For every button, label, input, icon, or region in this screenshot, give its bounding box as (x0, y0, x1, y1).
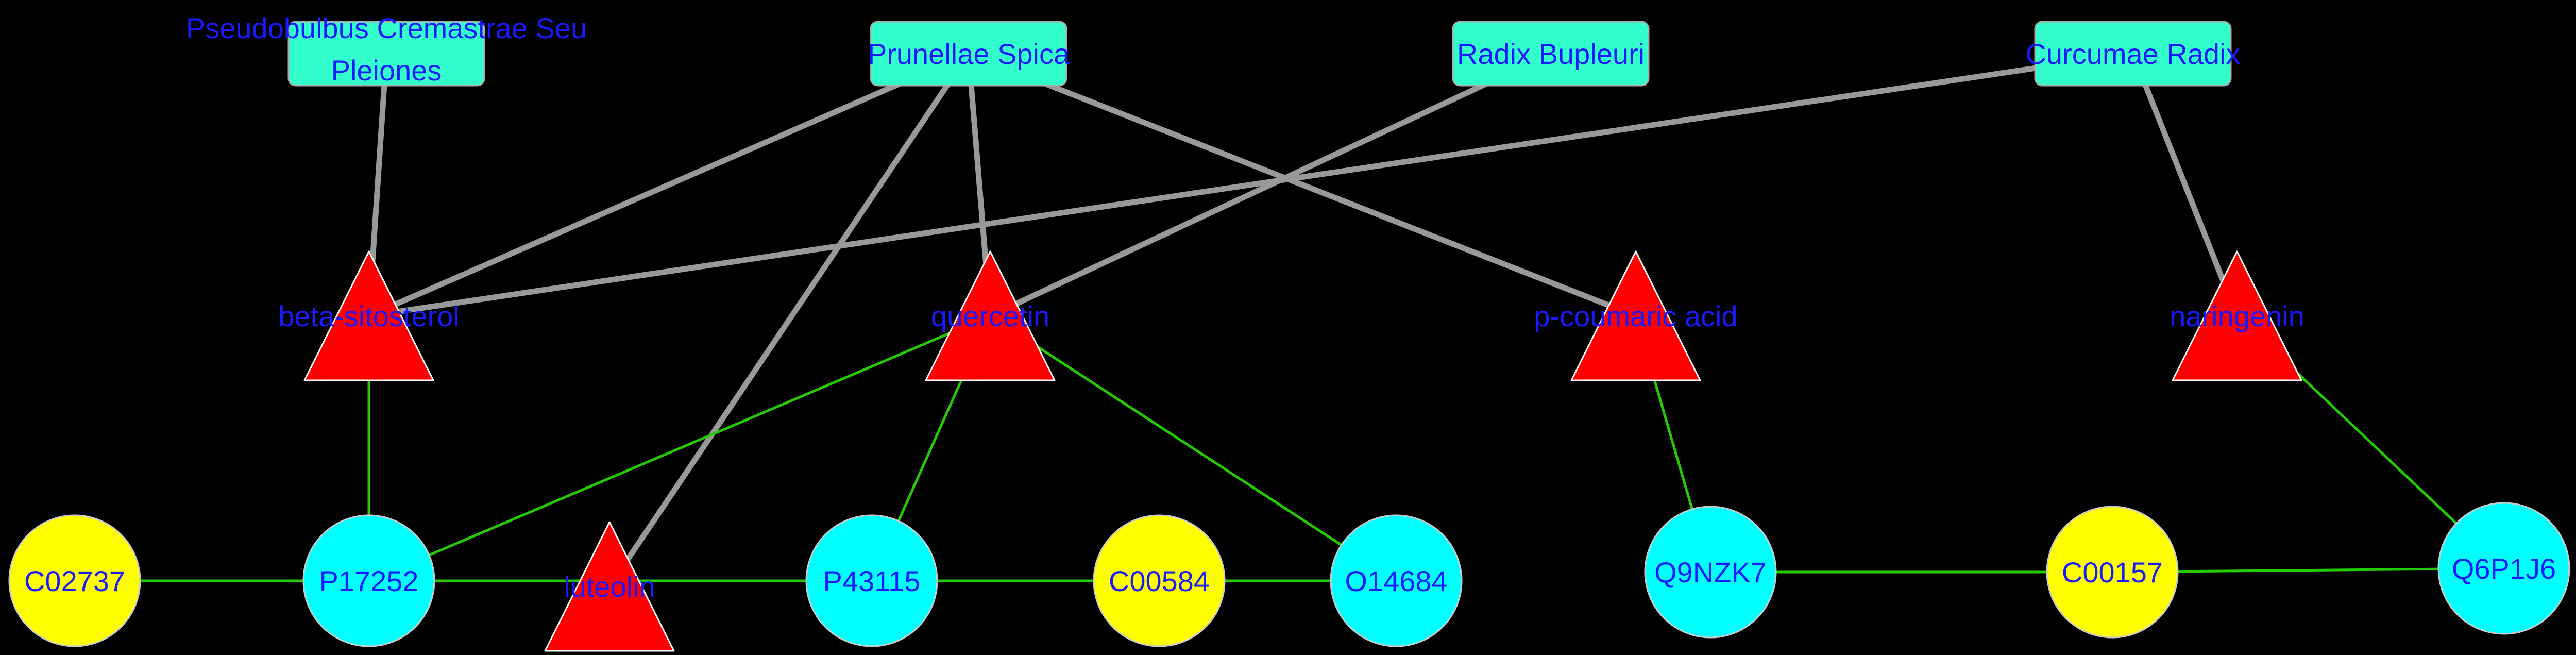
node-target-o14684[interactable] (1330, 514, 1463, 647)
node-compound-p-coumaric-acid[interactable] (1570, 250, 1701, 381)
node-pathway-c00584[interactable] (1093, 514, 1226, 647)
node-target-p43115[interactable] (805, 514, 938, 647)
label-compound-quercetin: quercetin (931, 300, 1049, 332)
node-herb-curcumae[interactable] (2034, 21, 2232, 87)
node-target-q6p1j6[interactable] (2437, 502, 2570, 635)
edge-herb-prunellae-to-compound-beta-sitosterol (366, 51, 972, 319)
node-compound-naringenin[interactable] (2172, 250, 2302, 381)
edge-herb-curcumae-to-compound-naringenin (2130, 51, 2240, 319)
node-herb-prunellae[interactable] (870, 21, 1067, 87)
label-pathway-c02737: C02737 (24, 565, 125, 597)
edge-herb-prunellae-to-compound-luteolin (606, 51, 972, 590)
node-target-p17252[interactable] (302, 514, 435, 647)
label-compound-luteolin: luteolin (564, 570, 655, 603)
label-target-p43115: P43115 (823, 565, 921, 597)
label-herb-bupleuri: Radix Bupleuri (1457, 38, 1645, 70)
edge-herb-curcumae-to-compound-beta-sitosterol (366, 51, 2136, 319)
edge-herb-bupleuri-to-compound-quercetin (987, 51, 1554, 319)
label-herb-prunellae: Prunellae Spica (868, 38, 1070, 70)
node-pathway-c00157[interactable] (2046, 506, 2179, 639)
node-compound-luteolin[interactable] (544, 521, 675, 652)
node-compound-beta-sitosterol[interactable] (303, 250, 434, 381)
label-target-o14684: O14684 (1345, 565, 1447, 597)
label-target-q6p1j6: Q6P1J6 (2452, 552, 2556, 585)
edge-compound-quercetin-to-target-o14684 (989, 314, 1398, 582)
edge-herb-prunellae-to-compound-p-coumaric-acid (965, 51, 1639, 319)
label-pathway-c00157: C00157 (2062, 556, 2163, 589)
label-pathway-c00584: C00584 (1109, 565, 1210, 597)
label-herb-curcumae: Curcumae Radix (2025, 38, 2240, 70)
node-herb-bupleuri[interactable] (1452, 21, 1650, 87)
nodes-layer (8, 21, 2570, 652)
label-compound-naringenin: naringenin (2170, 300, 2304, 332)
edge-compound-quercetin-to-target-p17252 (367, 314, 992, 582)
node-target-q9nzk7[interactable] (1644, 506, 1777, 639)
label-target-p17252: P17252 (319, 565, 418, 597)
node-pathway-c02737[interactable] (8, 514, 141, 647)
label-target-q9nzk7: Q9NZK7 (1654, 556, 1767, 589)
node-compound-quercetin[interactable] (925, 250, 1056, 381)
label-compound-p-coumaric-acid: p-coumaric acid (1534, 300, 1737, 332)
label-compound-beta-sitosterol: beta-sitosterol (278, 300, 460, 332)
node-herb-pseudobulbus[interactable] (287, 21, 485, 87)
